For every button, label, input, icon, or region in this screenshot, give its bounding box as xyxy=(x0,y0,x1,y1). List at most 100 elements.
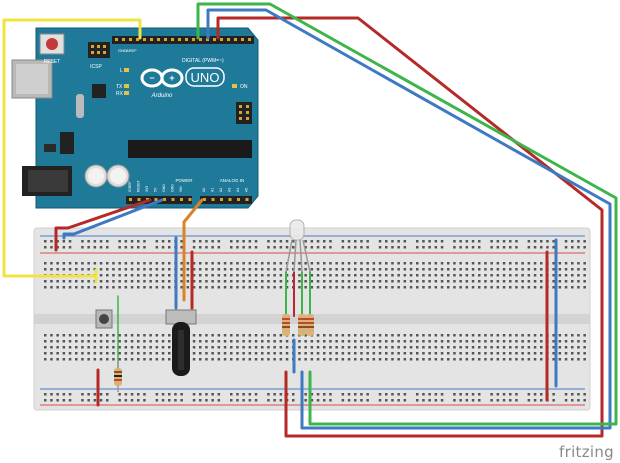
breadboard-hole xyxy=(99,358,103,361)
breadboard-hole xyxy=(347,268,351,271)
breadboard-hole xyxy=(242,268,245,271)
breadboard-hole xyxy=(273,274,276,277)
breadboard-hole xyxy=(558,280,562,283)
breadboard-hole xyxy=(478,268,481,271)
breadboard-hole xyxy=(44,268,47,271)
breadboard-hole xyxy=(465,358,469,361)
breadboard-hole xyxy=(254,262,258,265)
breadboard-hole xyxy=(267,268,270,271)
breadboard-hole xyxy=(68,358,72,361)
breadboard-hole xyxy=(391,274,394,277)
rail-hole xyxy=(440,246,444,249)
breadboard-hole xyxy=(360,274,363,277)
rail-hole xyxy=(378,240,382,243)
rail-hole xyxy=(137,393,140,396)
breadboard-hole xyxy=(577,352,580,355)
breadboard-hole xyxy=(199,358,202,361)
breadboard-hole xyxy=(87,334,90,337)
breadboard-hole xyxy=(391,280,394,283)
breadboard-hole xyxy=(248,358,252,361)
rail-hole xyxy=(428,399,431,402)
breadboard-hole xyxy=(149,352,152,355)
breadboard-hole xyxy=(93,352,97,355)
rail-hole xyxy=(93,240,97,243)
breadboard-hole xyxy=(192,286,196,289)
breadboard-hole xyxy=(304,340,307,343)
breadboard-hole xyxy=(471,358,475,361)
breadboard-hole xyxy=(62,334,66,337)
breadboard-hole xyxy=(515,286,518,289)
breadboard-hole xyxy=(459,340,462,343)
rail-hole xyxy=(155,399,159,402)
breadboard-hole xyxy=(583,268,586,271)
rail-hole xyxy=(254,399,258,402)
tx-led-label: TX xyxy=(116,84,123,90)
breadboard-hole xyxy=(335,268,338,271)
breadboard-hole xyxy=(403,274,407,277)
breadboard-hole xyxy=(161,286,165,289)
breadboard-hole xyxy=(329,352,332,355)
rail-hole xyxy=(99,399,103,402)
breadboard-hole xyxy=(471,346,475,349)
rail-hole xyxy=(273,246,276,249)
breadboard-hole xyxy=(552,262,555,265)
breadboard-hole xyxy=(267,346,270,349)
breadboard-hole xyxy=(583,340,586,343)
rail-hole xyxy=(571,246,574,249)
breadboard-hole xyxy=(310,358,314,361)
breadboard-hole xyxy=(143,352,146,355)
breadboard-hole xyxy=(273,268,276,271)
rail-hole xyxy=(577,393,580,396)
breadboard-hole xyxy=(248,286,252,289)
breadboard-hole xyxy=(583,358,586,361)
breadboard-hole xyxy=(484,268,487,271)
rail-hole xyxy=(118,393,121,396)
breadboard-hole xyxy=(434,358,438,361)
rail-hole xyxy=(490,393,493,396)
breadboard-hole xyxy=(583,274,586,277)
breadboard-hole xyxy=(571,358,574,361)
breadboard-hole xyxy=(230,286,233,289)
rail-hole xyxy=(515,399,518,402)
rail-hole xyxy=(527,399,531,402)
bottom-header-pins xyxy=(129,198,249,201)
breadboard-hole xyxy=(261,346,264,349)
breadboard-hole xyxy=(391,268,394,271)
breadboard-hole xyxy=(422,358,425,361)
breadboard-hole xyxy=(372,274,376,277)
breadboard-hole xyxy=(223,268,227,271)
breadboard-hole xyxy=(366,340,369,343)
breadboard-hole xyxy=(577,334,580,337)
breadboard-hole xyxy=(199,280,202,283)
breadboard-hole xyxy=(329,274,332,277)
breadboard-hole xyxy=(422,352,425,355)
breadboard-hole xyxy=(279,334,283,337)
breadboard-hole xyxy=(44,358,47,361)
rail-hole xyxy=(471,393,475,396)
breadboard-hole xyxy=(217,340,221,343)
breadboard-hole xyxy=(360,268,363,271)
rail-hole xyxy=(199,393,202,396)
breadboard-hole xyxy=(540,286,543,289)
breadboard-hole xyxy=(490,268,493,271)
rail-hole xyxy=(168,399,171,402)
breadboard-hole xyxy=(68,286,72,289)
rail-hole xyxy=(242,399,245,402)
breadboard-hole xyxy=(533,334,537,337)
rail-hole xyxy=(279,246,283,249)
header-pin xyxy=(211,198,215,201)
rail-hole xyxy=(50,399,53,402)
rail-hole xyxy=(143,393,146,396)
rail-hole xyxy=(354,246,357,249)
rail-hole xyxy=(478,246,481,249)
rail-hole xyxy=(490,246,493,249)
rail-hole xyxy=(577,246,580,249)
rail-hole xyxy=(515,240,518,243)
breadboard-hole xyxy=(75,358,78,361)
breadboard-hole xyxy=(310,346,314,349)
breadboard-hole xyxy=(323,274,326,277)
breadboard-hole xyxy=(62,346,66,349)
breadboard-hole xyxy=(217,274,221,277)
breadboard-hole xyxy=(155,346,159,349)
breadboard-hole xyxy=(149,274,152,277)
